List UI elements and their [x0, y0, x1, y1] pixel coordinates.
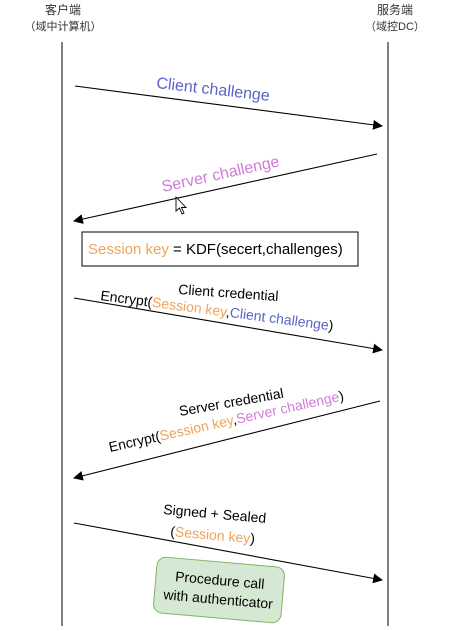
session-key-box: [81, 231, 359, 267]
client-challenge-label: Client challenge: [156, 75, 271, 105]
server-challenge-arrow: [73, 153, 378, 224]
kdf-formula-text: = KDF(secert,challenges): [169, 241, 343, 258]
signed-sealed-arrow: [73, 522, 383, 584]
mouse-cursor-icon: [175, 195, 188, 215]
client-credential-title: Client credential: [178, 281, 279, 304]
server-credential-session-key: Session key: [158, 412, 235, 444]
procedure-call-note: Procedure call with authenticator: [153, 556, 285, 624]
procedure-call-box: [153, 556, 285, 624]
signed-sealed-session-key: (Session key): [170, 523, 256, 546]
server-participant-subtitle: （域控DC）: [365, 19, 425, 33]
server-participant-header: 服务端 （域控DC）: [365, 2, 425, 33]
client-credential-challenge: Client challenge: [229, 304, 330, 333]
procedure-call-line1: Procedure call: [175, 568, 266, 592]
server-participant-name: 服务端: [377, 2, 413, 17]
client-credential-arrow: [73, 297, 383, 354]
client-challenge-arrow: [74, 85, 383, 130]
server-credential-arrow: [73, 400, 381, 481]
signed-sealed-title: Signed + Sealed: [163, 501, 267, 526]
session-key-term: Session key: [88, 241, 169, 258]
client-participant-header: 客户端 （域中计算机）: [25, 2, 102, 33]
session-key-formula: Session key = KDF(secert,challenges): [88, 241, 343, 258]
server-challenge-label: Server challenge: [160, 153, 281, 196]
client-participant-subtitle: （域中计算机）: [25, 19, 102, 33]
client-participant-name: 客户端: [45, 2, 81, 17]
